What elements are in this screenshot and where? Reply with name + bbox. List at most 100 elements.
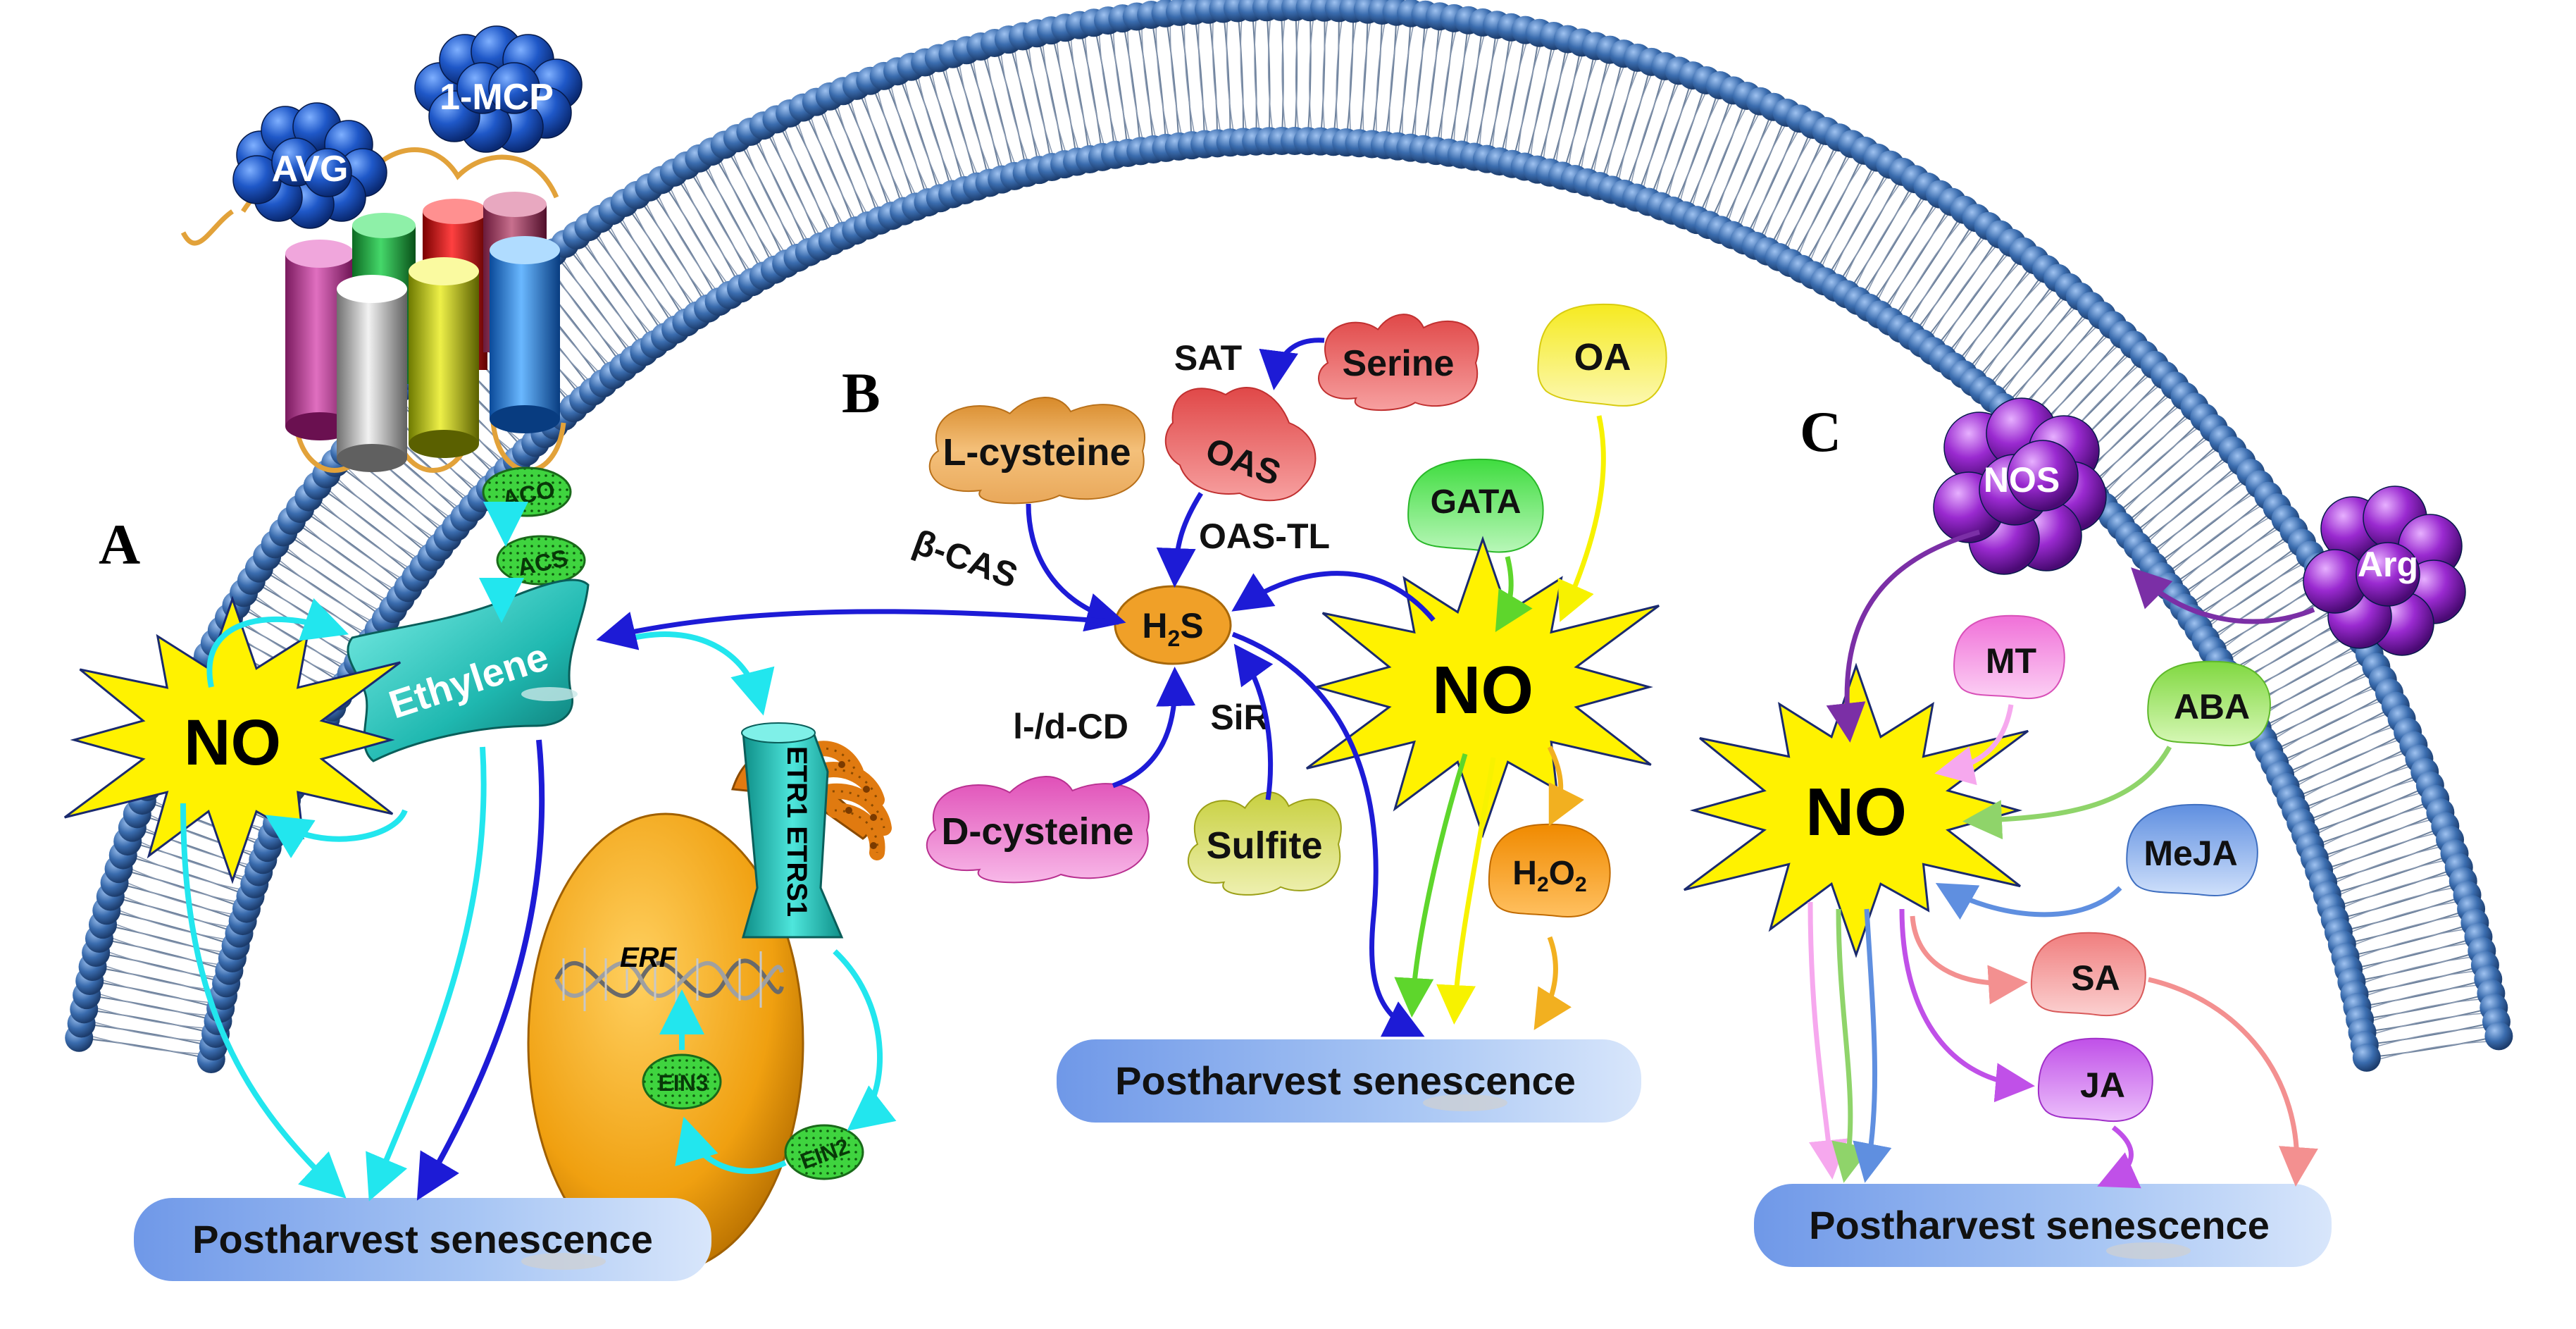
lipid-tail xyxy=(1150,14,1167,148)
lipid-tail xyxy=(1611,61,1653,190)
ein2-protein: EIN2 xyxy=(784,1124,864,1180)
lipid-tail xyxy=(702,156,769,274)
nos-cluster xyxy=(1933,397,2107,575)
lipid-tail xyxy=(1700,97,1753,222)
lipid-tail xyxy=(2095,406,2196,498)
lipid-tail xyxy=(1973,278,2058,383)
lipid-tail xyxy=(1719,106,1774,230)
lipid-tail xyxy=(1511,32,1541,164)
mcp-label: 1-MCP xyxy=(440,77,554,118)
lipid-tail xyxy=(1267,7,1275,142)
lipid-tail xyxy=(1868,194,1941,309)
lipid-tail xyxy=(129,836,256,880)
avg-ball xyxy=(303,148,352,197)
lipid-tail xyxy=(238,600,354,670)
lipid-tail xyxy=(580,232,659,342)
lipid-tail xyxy=(690,163,757,280)
lipid-tail xyxy=(2366,1035,2499,1058)
lipid-tail xyxy=(2364,1021,2497,1046)
lipid-tail xyxy=(2156,488,2263,571)
lipid-tail xyxy=(1641,72,1684,199)
lipid-tail xyxy=(1135,16,1155,150)
lipid-tail xyxy=(82,1018,215,1042)
lipid-tail xyxy=(1112,20,1133,153)
cell-membrane xyxy=(65,0,2513,1074)
lipid-tail xyxy=(1660,80,1707,206)
lipid-tail xyxy=(966,49,1003,180)
lipid-tail xyxy=(1636,70,1680,198)
lipid-tail xyxy=(587,226,666,338)
lipid-tail xyxy=(291,519,402,599)
lipid-tail xyxy=(1567,47,1602,178)
lipid-tail xyxy=(1498,30,1526,162)
lipid-tail xyxy=(1736,114,1792,237)
panel-label-c: C xyxy=(1800,400,1841,464)
lipid-tail xyxy=(1107,20,1129,154)
lipid-tail xyxy=(640,192,713,307)
lipid-tail xyxy=(1616,63,1657,192)
lipid-tail xyxy=(120,863,249,905)
lipid-tail xyxy=(1069,26,1095,159)
lipid-tail xyxy=(1265,7,1271,142)
lipid-tail xyxy=(2363,1012,2495,1038)
lipid-tail xyxy=(1824,164,1891,282)
lipid-tail xyxy=(2160,495,2269,577)
lipid-tail xyxy=(901,69,946,197)
lipid-tail xyxy=(2115,431,2217,521)
lipid-tail xyxy=(1179,11,1193,146)
arrow-no-senescence-blue xyxy=(1853,908,1892,1183)
aco-enzyme: ACO xyxy=(482,466,572,517)
lipid-tail xyxy=(2346,927,2477,963)
lipid-tail xyxy=(628,199,702,314)
lipid-tail xyxy=(1414,15,1431,149)
lipid-tail xyxy=(1336,8,1345,142)
lipid-tail xyxy=(1503,30,1531,163)
lipid-tail xyxy=(302,504,411,585)
ein3-protein: EIN3 xyxy=(642,1053,722,1110)
lipid-tail xyxy=(942,56,983,185)
lipid-tail xyxy=(728,142,792,262)
lipid-tail xyxy=(665,177,735,293)
lipid-tail xyxy=(1013,38,1045,169)
lipid-tail xyxy=(985,45,1020,175)
lipid-tail xyxy=(1932,242,2012,352)
lipid-tail xyxy=(114,882,243,922)
lipid-tail xyxy=(2132,453,2236,540)
lipid-head xyxy=(2484,1022,2513,1051)
arrow-no-senescence-green xyxy=(1831,908,1871,1183)
er-fold-texture xyxy=(823,790,885,829)
lipid-tail xyxy=(2367,1040,2500,1063)
lipid-tail xyxy=(1319,7,1326,142)
lipid-tail xyxy=(1197,10,1210,144)
lipid-tail xyxy=(282,531,394,610)
lipid-tail xyxy=(828,96,881,221)
lipid-tail xyxy=(820,99,873,224)
arrow-no-senescence xyxy=(180,803,347,1199)
serine-label: Serine xyxy=(1343,343,1455,384)
lipid-tail xyxy=(2112,428,2215,517)
lipid-tail xyxy=(999,42,1033,172)
lipid-tail xyxy=(1295,6,1301,142)
lipid-tail xyxy=(107,905,237,942)
panel-c: C NOS Arg MT ABA NO MeJA SA xyxy=(1684,397,2466,1267)
lipid-tail xyxy=(90,975,222,1005)
lipid-tail xyxy=(2006,309,2096,411)
lipid-tail xyxy=(294,516,404,595)
ld-cd-label: l-/d-CD xyxy=(1013,707,1128,746)
lipid-tail xyxy=(1653,77,1698,204)
senescence-label-c: Postharvest senescence xyxy=(1809,1203,2270,1247)
arrow-lcys-h2s xyxy=(1026,503,1126,632)
lipid-tail xyxy=(104,919,234,954)
avg-label: AVG xyxy=(272,149,349,190)
lipid-tail xyxy=(1440,18,1460,152)
lipid-tail xyxy=(1861,188,1933,304)
lipid-tail xyxy=(1794,146,1858,266)
lipid-tail xyxy=(278,540,390,617)
lipid-tail xyxy=(1900,217,1977,330)
gata-label: GATA xyxy=(1431,483,1522,521)
lipid-tail xyxy=(320,481,427,564)
lipid-tail xyxy=(2338,894,2468,933)
lipid-tail xyxy=(980,46,1015,177)
lipid-tail xyxy=(338,459,443,544)
lipid-tail xyxy=(1812,157,1879,276)
